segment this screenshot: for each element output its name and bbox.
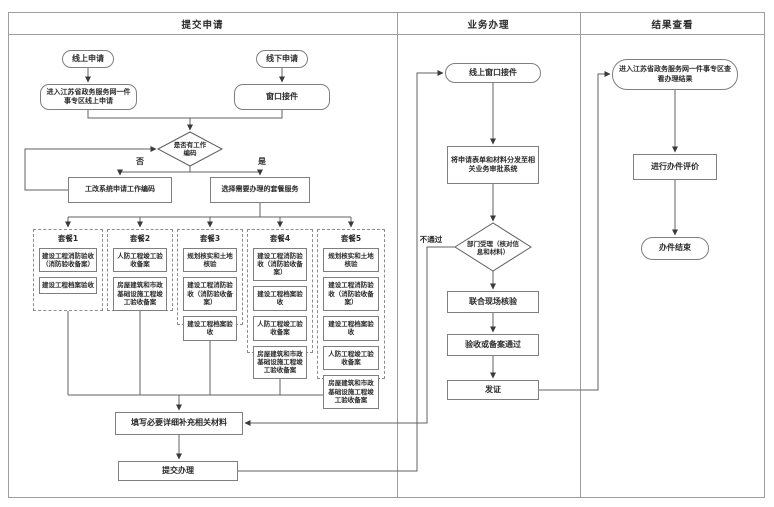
code-loopback-arrow [24, 146, 157, 191]
package-4: 套餐4 建设工程消防验收（消防验收备案） 建设工程档案验收 人防工程竣工验收备案… [247, 229, 313, 379]
lane-header-divider [8, 34, 765, 35]
lane-header-submit: 提交申请 [181, 20, 224, 31]
package-item: 房屋建筑和市政基础设施工程竣工验收备案 [323, 375, 379, 409]
node-window-receive: 窗口接件 [234, 84, 330, 110]
package-item: 规划核实和土地核验 [183, 247, 237, 273]
package-item: 建设工程档案验收 [39, 277, 97, 294]
package-1: 套餐1 建设工程消防验收（消防验收备案） 建设工程档案验收 [33, 229, 103, 311]
node-apply-work-code: 工改系统申请工作编码 [68, 177, 172, 203]
node-dispatch-materials: 将申请表单和材料分发至相关业务审批系统 [447, 146, 539, 184]
decision-work-code-label: 是否有工作编码 [173, 140, 207, 157]
branch-label-no: 否 [136, 157, 144, 166]
package-item: 房屋建筑和市政基础设施工程竣工验收备案 [113, 277, 167, 311]
package-title: 套餐2 [129, 234, 151, 243]
package-item: 建设工程档案验收 [323, 315, 379, 341]
node-issue-certificate: 发证 [447, 380, 539, 400]
node-select-package: 选择需要办理的套餐服务 [210, 177, 310, 203]
fail-feedback-arrow [244, 246, 455, 426]
package-item: 建设工程消防验收（消防验收备案） [183, 277, 237, 311]
decision-diamond-work-code [156, 131, 224, 167]
lane-divider-1 [397, 12, 398, 498]
lane-header-result: 结果查看 [651, 20, 694, 31]
package-item: 房屋建筑和市政基础设施工程竣工验收备案 [253, 345, 307, 379]
node-offline-apply: 线下申请 [256, 50, 308, 68]
package-title: 套餐1 [57, 234, 79, 243]
package-2: 套餐2 人防工程竣工验收备案 房屋建筑和市政基础设施工程竣工验收备案 [107, 229, 173, 311]
submit-to-window-arrow [238, 70, 444, 472]
package-title: 套餐3 [199, 234, 221, 243]
node-joint-site-check: 联合现场核验 [447, 291, 539, 313]
package-item: 人防工程竣工验收备案 [253, 315, 307, 341]
package-item: 建设工程档案验收 [183, 315, 237, 341]
node-acceptance-pass: 验收或备案通过 [447, 334, 539, 356]
package-item: 建设工程消防验收（消防验收备案） [323, 277, 379, 311]
node-submit: 提交办理 [118, 461, 238, 481]
node-online-apply: 线上申请 [62, 50, 114, 68]
package-title: 套餐5 [340, 234, 362, 243]
decision-department-accept-label: 部门受理（核对信息和材料） [467, 239, 519, 256]
node-evaluate: 进行办件评价 [633, 154, 717, 180]
branch-label-fail: 不通过 [419, 235, 443, 244]
package-3: 套餐3 规划核实和土地核验 建设工程消防验收（消防验收备案） 建设工程档案验收 [177, 229, 243, 341]
node-fill-materials: 填写必要详细补充相关材料 [115, 412, 243, 435]
node-view-result: 进入江苏省政务服务网一件事专区查看办理结果 [612, 59, 738, 90]
package-5: 套餐5 规划核实和土地核验 建设工程消防验收（消防验收备案） 建设工程档案验收 … [317, 229, 385, 409]
decision-diamond-department-accept [454, 222, 532, 272]
merge-connector [87, 110, 283, 119]
issue-to-result-arrow [539, 71, 611, 391]
package-item: 建设工程消防验收（消防验收备案） [39, 247, 97, 273]
package-distribution-connector [68, 203, 351, 218]
node-online-window-receive: 线上窗口接件 [445, 63, 541, 83]
lane-divider-2 [580, 12, 581, 498]
branch-label-yes: 是 [258, 157, 266, 166]
package-item: 人防工程竣工验收备案 [113, 247, 167, 273]
lane-header-process: 业务办理 [467, 20, 510, 31]
node-finish: 办件结束 [641, 237, 709, 260]
package-item: 建设工程档案验收 [253, 285, 307, 311]
decision-split-connector [120, 166, 260, 173]
package-item: 建设工程消防验收（消防验收备案） [253, 247, 307, 281]
node-enter-portal: 进入江苏省政务服务网一件事专区线上申请 [40, 84, 137, 110]
package-item: 人防工程竣工验收备案 [323, 345, 379, 371]
package-item: 规划核实和土地核验 [323, 247, 379, 273]
package-title: 套餐4 [269, 234, 291, 243]
